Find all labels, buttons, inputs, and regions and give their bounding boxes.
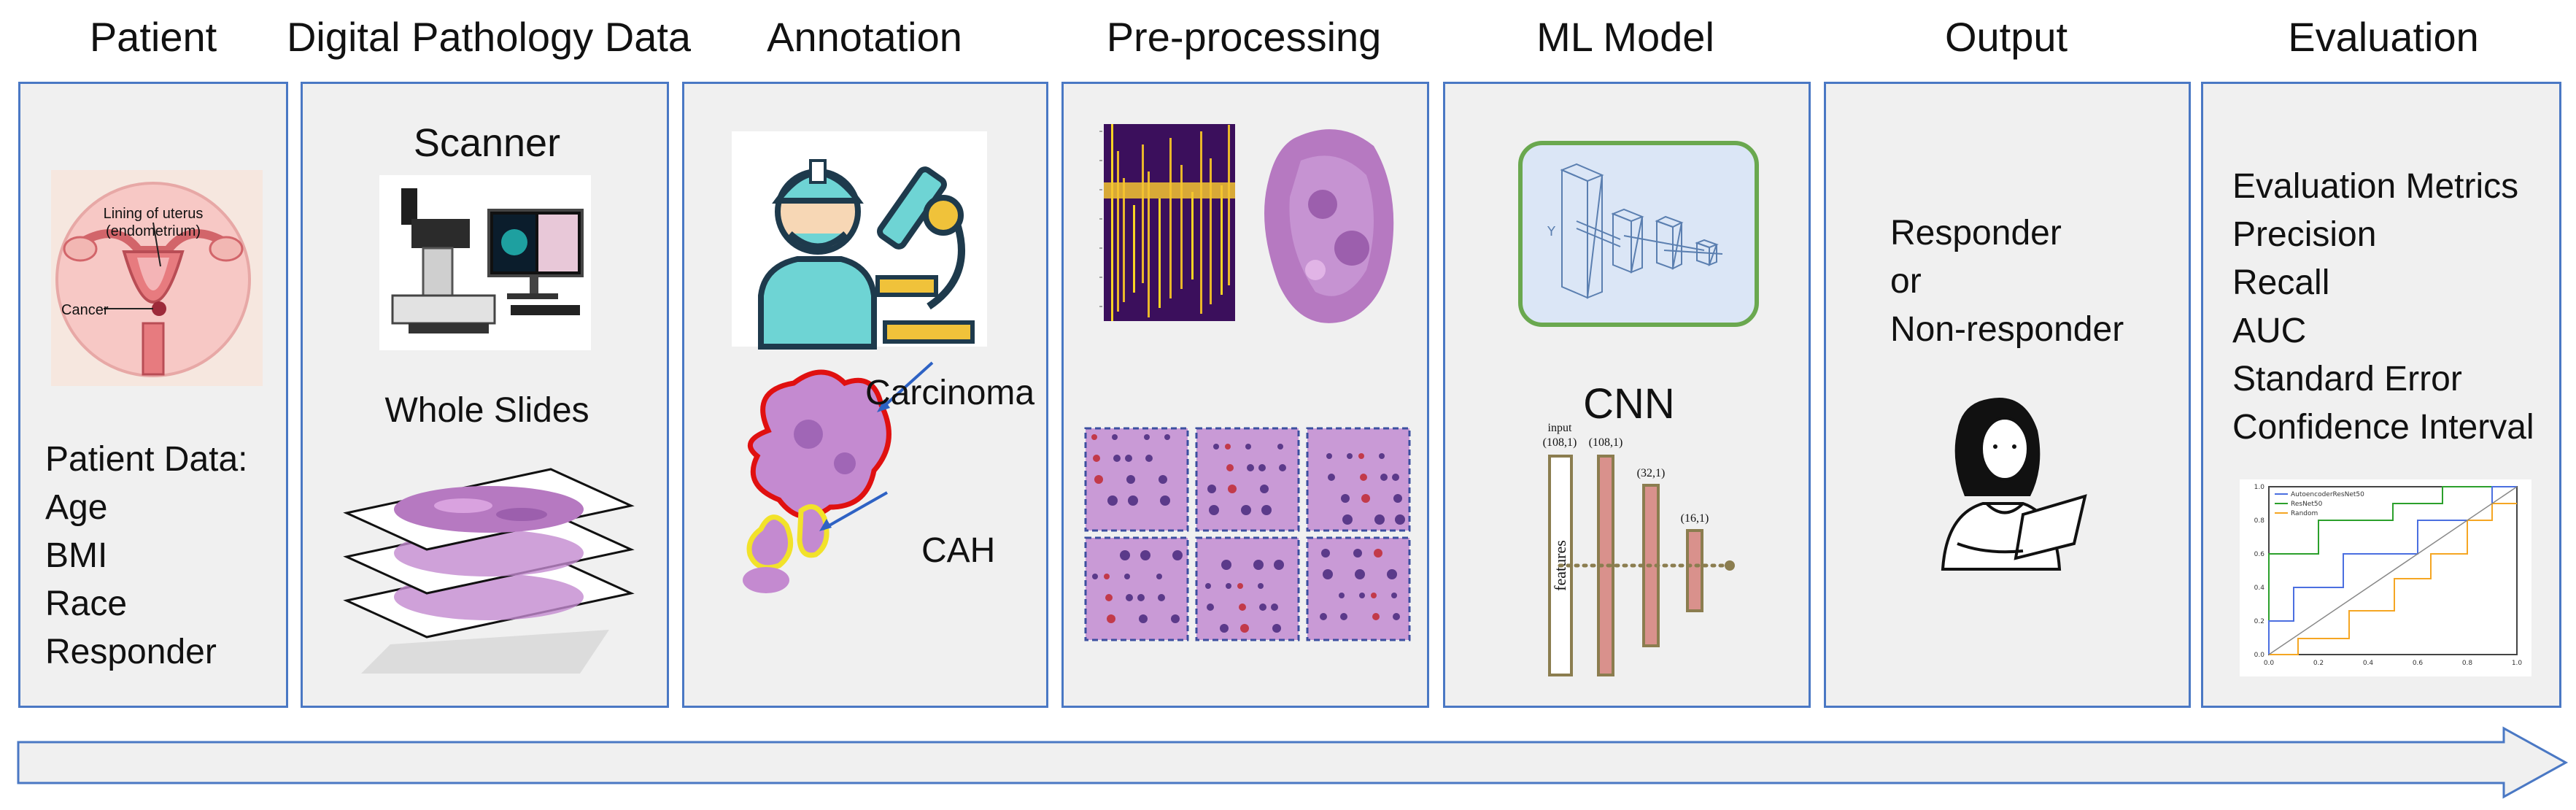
stage-title-digital-pathology: Digital Pathology Data xyxy=(286,14,692,60)
patient-data-line: Responder xyxy=(45,633,217,671)
pathologist-microscope-icon xyxy=(732,131,987,350)
carcinoma-label: Carcinoma xyxy=(865,374,1035,412)
panel-patient: Lining of uterus (endometrium) Cancer Pa… xyxy=(18,82,288,708)
evaluation-line: Evaluation Metrics xyxy=(2232,167,2519,206)
roc-series-autoencoder xyxy=(2268,486,2517,655)
cnn-label: CNN xyxy=(1583,380,1675,428)
uterus-label-line-1: Lining of uterus xyxy=(104,206,204,222)
evaluation-line: Confidence Interval xyxy=(2232,408,2534,447)
input-label: input xyxy=(1548,422,1572,434)
tile-patches-grid xyxy=(1084,427,1411,641)
output-line: Non-responder xyxy=(1890,310,2124,349)
panel-preprocessing xyxy=(1061,82,1429,708)
roc-series-random xyxy=(2269,503,2517,655)
svg-text:Y: Y xyxy=(1547,224,1556,239)
layer-shape-label: (108,1) xyxy=(1589,436,1623,449)
stage-title-annotation: Annotation xyxy=(767,14,962,60)
roc-x-tick: 0.6 xyxy=(2413,660,2424,667)
evaluation-metrics-list: Evaluation Metrics Precision Recall AUC … xyxy=(2232,163,2534,452)
roc-legend-autoencoder: AutoencoderResNet50 xyxy=(2291,491,2364,498)
whole-slides-label: Whole Slides xyxy=(384,391,589,430)
uterus-label-line-2: (endometrium) xyxy=(106,223,201,239)
stage-title-ml-model: ML Model xyxy=(1536,14,1714,60)
roc-x-tick: 0.4 xyxy=(2363,660,2374,667)
feature-heatmap xyxy=(1099,124,1235,321)
whole-slides-stack xyxy=(343,468,635,674)
roc-x-tick: 0.8 xyxy=(2462,660,2473,667)
roc-y-tick: 0.2 xyxy=(2254,618,2264,625)
roc-x-tick: 0.2 xyxy=(2313,660,2324,667)
whole-slide-thumbnail xyxy=(1264,129,1394,323)
workflow-arrow xyxy=(17,726,2569,799)
input-shape-label: (108,1) xyxy=(1543,436,1577,449)
stage-title-preprocessing: Pre-processing xyxy=(1106,14,1382,60)
feature-layer-diagram: input (108,1) features (108,1) (32,1) (1… xyxy=(1543,422,1735,676)
evaluation-line: Precision xyxy=(2232,215,2377,254)
patient-data-line: Patient Data: xyxy=(45,440,248,479)
roc-y-tick: 0.8 xyxy=(2254,517,2265,525)
patient-data-line: Age xyxy=(45,488,108,527)
annotated-tissue xyxy=(743,361,934,593)
evaluation-line: AUC xyxy=(2232,312,2307,350)
roc-curve-chart: 0.0 0.2 0.4 0.6 0.8 1.0 0.0 0.2 0.4 0.6 … xyxy=(2240,479,2531,676)
output-line: or xyxy=(1890,262,1922,301)
roc-y-tick: 0.6 xyxy=(2254,551,2265,558)
cnn-architecture-diagram: Y xyxy=(1518,141,1759,327)
panel-digital-pathology: Scanner Whole Slides xyxy=(301,82,669,708)
output-text: Responder or Non-responder xyxy=(1890,209,2124,354)
roc-legend-resnet50: ResNet50 xyxy=(2291,501,2323,508)
panel-evaluation: Evaluation Metrics Precision Recall AUC … xyxy=(2201,82,2561,708)
stage-title-output: Output xyxy=(1944,14,2068,60)
roc-x-tick: 1.0 xyxy=(2512,660,2523,667)
uterus-illustration: Lining of uterus (endometrium) Cancer xyxy=(51,170,263,386)
output-line: Responder xyxy=(1890,214,2062,252)
patient-data-list: Patient Data: Age BMI Race Responder xyxy=(45,436,248,676)
scanner-label: Scanner xyxy=(413,121,561,165)
layer-shape-label: (16,1) xyxy=(1681,512,1709,525)
panel-output: Responder or Non-responder xyxy=(1824,82,2191,708)
roc-y-tick: 0.4 xyxy=(2254,585,2265,592)
scanner-image xyxy=(379,175,591,350)
panel-annotation: Carcinoma CAH xyxy=(682,82,1048,708)
roc-x-tick: 0.0 xyxy=(2264,660,2275,667)
layer-shape-label: (32,1) xyxy=(1637,467,1666,479)
patient-data-line: BMI xyxy=(45,536,108,575)
evaluation-line: Recall xyxy=(2232,263,2330,302)
roc-y-tick: 0.0 xyxy=(2254,652,2265,659)
roc-y-tick: 1.0 xyxy=(2254,484,2265,491)
patient-data-line: Race xyxy=(45,585,128,623)
roc-legend-random: Random xyxy=(2291,510,2318,517)
panel-ml-model: Y CNN input (108,1) features (108,1) (32… xyxy=(1443,82,1811,708)
evaluation-line: Standard Error xyxy=(2232,360,2462,398)
cancer-label: Cancer xyxy=(61,302,109,318)
stage-title-patient: Patient xyxy=(89,14,217,60)
person-with-laptop-illustration xyxy=(1941,398,2087,571)
cah-label: CAH xyxy=(921,531,996,570)
stage-title-evaluation: Evaluation xyxy=(2288,14,2479,60)
